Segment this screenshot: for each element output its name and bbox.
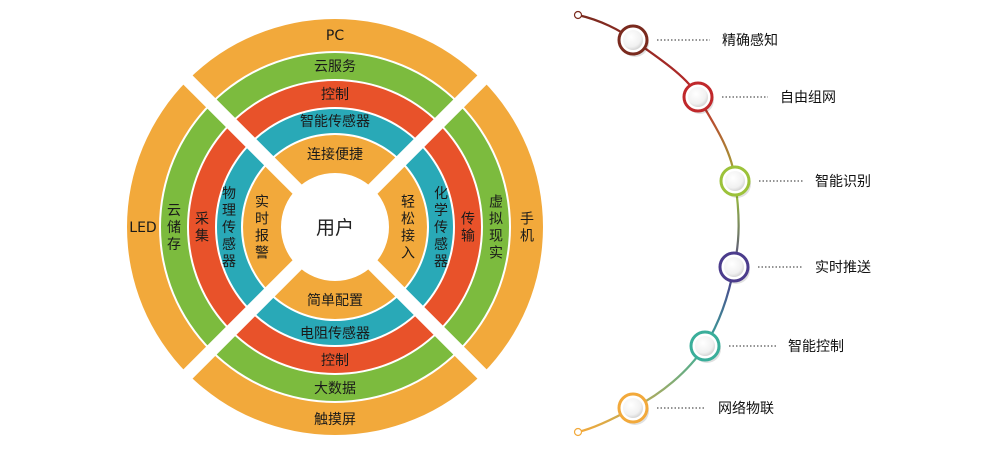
ring-red-segment-left [189, 123, 251, 331]
center-label: 用户 [316, 217, 354, 239]
ring-red-label-bottom: 控制 [321, 353, 349, 369]
ring-outer-label-left: LED [129, 220, 156, 236]
timeline-start-dot [573, 10, 583, 20]
ring-red-label-left: 采集 [195, 212, 209, 245]
ring-outer-segment-top [187, 18, 483, 103]
ring-inner-segment-top [269, 135, 401, 189]
ring-inner-segment-right [373, 161, 427, 293]
ring-outer-segment-right [459, 79, 544, 375]
ring-green-label-right: 虚拟现实 [489, 195, 503, 262]
timeline-item-6: 网络物联 [617, 392, 774, 425]
timeline-label: 实时推送 [815, 260, 871, 276]
ring-green-label-top: 云服务 [314, 59, 356, 75]
ring-green-label-left: 云储存 [167, 203, 181, 253]
center-disc [285, 177, 385, 277]
ring-green-segment-top [211, 53, 459, 123]
timeline-node-inner [695, 336, 715, 356]
ring-green-label-bottom: 大数据 [314, 381, 356, 397]
timeline-node-inner [623, 30, 643, 50]
timeline-label: 智能识别 [815, 174, 871, 190]
timeline-item-3: 智能识别 [719, 165, 871, 198]
timeline-node-inner [623, 398, 643, 418]
ring-teal-label-top: 智能传感器 [300, 113, 370, 130]
ring-teal-label-right: 化学传感器 [434, 186, 448, 270]
ring-teal-segment-bottom [251, 293, 419, 345]
ring-teal-segment-top [251, 109, 419, 161]
timeline-item-4: 实时推送 [718, 251, 871, 284]
ring-teal-label-left: 物理传感器 [222, 186, 236, 270]
timeline-item-2: 自由组网 [682, 81, 836, 114]
timeline-node-inner [688, 87, 708, 107]
ring-outer-label-top: PC [326, 28, 344, 44]
ring-outer-label-right: 手机 [520, 212, 534, 245]
timeline-item-1: 精确感知 [617, 24, 778, 57]
timeline-end-dot [573, 427, 583, 437]
ring-diagram: 用户PC手机触摸屏LED云服务虚拟现实大数据云储存控制传输控制采集智能传感器化学… [127, 18, 544, 436]
timeline-label: 自由组网 [780, 90, 836, 106]
timeline-item-5: 智能控制 [689, 330, 844, 363]
ring-outer-segment-left [127, 79, 211, 375]
ring-outer-label-bottom: 触摸屏 [314, 412, 356, 428]
ring-outer-segment-bottom [187, 351, 483, 436]
ring-inner-label-bottom: 简单配置 [307, 292, 363, 309]
ring-inner-segment-bottom [269, 265, 401, 320]
timeline-node-inner [724, 257, 744, 277]
ring-green-segment-right [439, 103, 510, 351]
ring-red-label-top: 控制 [321, 87, 349, 103]
ring-teal-segment-left [217, 143, 269, 311]
ring-red-segment-bottom [231, 311, 439, 373]
timeline-curve [577, 13, 740, 434]
timeline-label: 网络物联 [718, 401, 774, 417]
ring-green-segment-bottom [211, 331, 459, 401]
ring-red-segment-top [231, 81, 439, 143]
timeline-node-inner [725, 171, 745, 191]
ring-teal-segment-right [401, 143, 453, 311]
ring-inner-segment-left [243, 161, 297, 293]
ring-inner-label-top: 连接便捷 [307, 146, 363, 163]
ring-inner-label-left: 实时报警 [255, 195, 269, 262]
ring-teal-label-bottom: 电阻传感器 [300, 325, 370, 342]
ring-red-label-right: 传输 [461, 212, 475, 245]
ring-red-segment-right [419, 123, 481, 331]
ring-inner-label-right: 轻松接入 [401, 195, 415, 262]
timeline-label: 精确感知 [722, 32, 778, 49]
ring-green-segment-left [161, 103, 231, 351]
timeline-label: 智能控制 [788, 339, 844, 355]
